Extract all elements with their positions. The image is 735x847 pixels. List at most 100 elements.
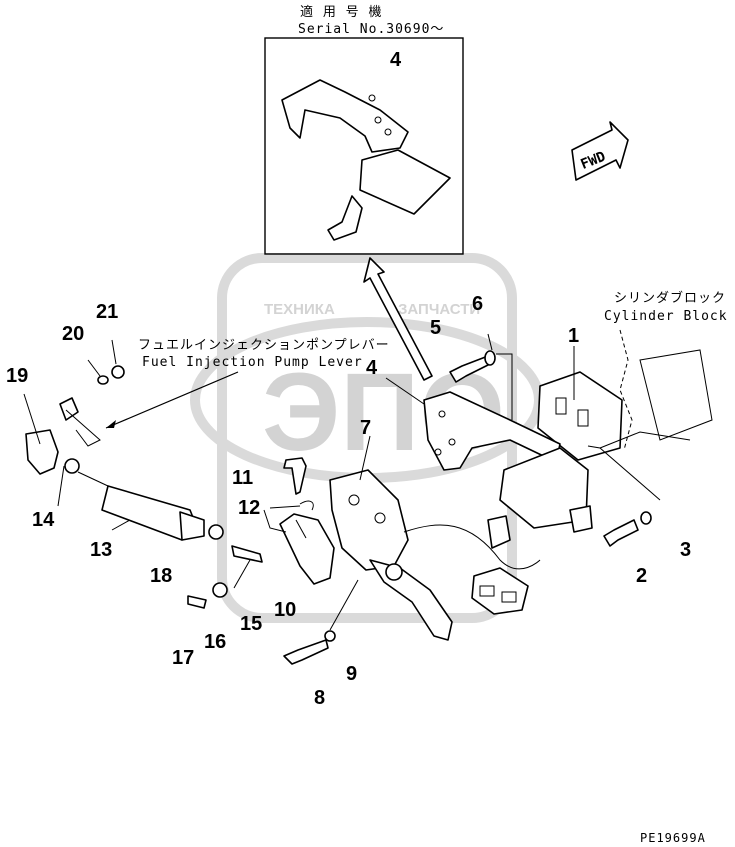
ball-joint-19 [25, 429, 59, 475]
bracket-hole [438, 410, 446, 418]
pivot-bolt [385, 563, 403, 581]
leader-6b [487, 333, 493, 351]
leader-6 [496, 353, 513, 420]
lever-10 [279, 513, 335, 585]
callout-2: 2 [636, 565, 647, 587]
lever-hole [374, 512, 386, 524]
inset-bracket-upper [281, 79, 409, 153]
leader-14 [57, 465, 65, 507]
washer-20 [97, 375, 109, 385]
callout-5: 5 [430, 317, 441, 339]
fuel-pump-lever-label-jp: フュエルインジェクションポンプレバー [138, 338, 390, 353]
spring-pin [263, 509, 287, 533]
inset-box: 4 [264, 37, 464, 255]
inset-frame [264, 37, 464, 255]
callout-8: 8 [314, 687, 325, 709]
pump-lever-link [65, 409, 101, 447]
callout-17: 17 [172, 647, 194, 669]
connector-pin [501, 591, 517, 603]
bracket-hole [448, 438, 456, 446]
leader-7 [359, 435, 371, 481]
arrow-head-icon [106, 420, 116, 428]
cotter-pin-17 [187, 595, 207, 609]
plate-slot [577, 409, 589, 427]
leader-9 [329, 579, 359, 631]
bracket-tab [487, 515, 511, 549]
fwd-arrow-icon [571, 121, 629, 181]
watermark-left-text: ТЕХНИКА [264, 301, 335, 318]
callout-9: 9 [346, 663, 357, 685]
callout-1: 1 [568, 325, 579, 347]
callout-3: 3 [680, 539, 691, 561]
dashed-link [599, 431, 691, 449]
cable [403, 524, 541, 570]
cylinder-block-label-en: Cylinder Block [604, 309, 728, 324]
bracket-tab-right [569, 505, 593, 533]
leader-12 [269, 505, 301, 509]
nut-21 [111, 365, 125, 379]
inset-pointer-arrow [363, 257, 433, 381]
mount-plate-1 [537, 371, 623, 461]
leader-4 [385, 377, 425, 405]
bolt-11 [283, 457, 307, 495]
pump-lever-leader [105, 371, 239, 429]
callout-7: 7 [360, 417, 371, 439]
washer-9 [324, 630, 336, 642]
inset-title-jp: 適 用 号 機 [300, 4, 382, 20]
leader-13 [111, 519, 131, 531]
fwd-direction-badge: FWD [571, 121, 629, 181]
inset-bracket-tab [327, 195, 363, 241]
callout-16: 16 [204, 631, 226, 653]
bolt-2 [603, 519, 639, 547]
callout-14: 14 [32, 509, 55, 531]
bolt-15 [231, 545, 263, 563]
washer-3 [640, 511, 652, 525]
main-bracket-assembly [423, 371, 691, 549]
inset-hole [374, 116, 382, 124]
lever-arm [369, 559, 453, 641]
callout-21: 21 [96, 301, 118, 323]
cylinder-block-outline [619, 329, 633, 451]
leader-21 [111, 339, 117, 365]
washer-6 [484, 350, 496, 366]
nut-14 [64, 458, 80, 474]
linkage-rod-assembly [25, 339, 205, 541]
bolt-8 [283, 639, 329, 665]
callout-18: 18 [150, 565, 172, 587]
callout-4-inset: 4 [390, 49, 402, 71]
leader-19 [23, 393, 41, 445]
inset-hole [368, 94, 376, 102]
drawing-code: PE19699A [640, 831, 706, 845]
plate-slot [555, 397, 567, 415]
lever-clevis [59, 397, 79, 421]
leader-20 [87, 359, 101, 377]
fuel-pump-lever-label-en: Fuel Injection Pump Lever [142, 355, 363, 370]
callout-11: 11 [232, 467, 253, 489]
inset-serial: Serial No.30690〜 [298, 22, 444, 37]
cylinder-block-label-jp: シリンダブロック [614, 290, 726, 306]
callout-15: 15 [240, 613, 262, 635]
rod-thread [77, 471, 109, 487]
callout-13: 13 [90, 539, 112, 561]
connector-pin [479, 585, 495, 597]
callout-10: 10 [274, 599, 296, 621]
callout-4: 4 [366, 357, 378, 379]
bracket-hole [434, 448, 442, 456]
callout-20: 20 [62, 323, 84, 345]
clip-12 [299, 500, 314, 511]
leader-10 [295, 519, 307, 539]
callout-19: 19 [6, 365, 28, 387]
lever-hole [348, 494, 360, 506]
nut-18 [208, 524, 224, 540]
inset-bracket-plate [359, 149, 451, 215]
lever-assembly-7 [329, 469, 541, 641]
callout-6: 6 [472, 293, 483, 315]
rod-end [179, 511, 205, 541]
leader-15 [233, 559, 251, 589]
inset-hole [384, 128, 392, 136]
cylinder-block-shape [639, 349, 713, 441]
callouts: 1 2 3 4 5 6 7 8 9 10 11 12 13 14 15 16 1… [6, 293, 691, 709]
lever-body-7 [329, 469, 409, 571]
callout-12: 12 [238, 497, 260, 519]
